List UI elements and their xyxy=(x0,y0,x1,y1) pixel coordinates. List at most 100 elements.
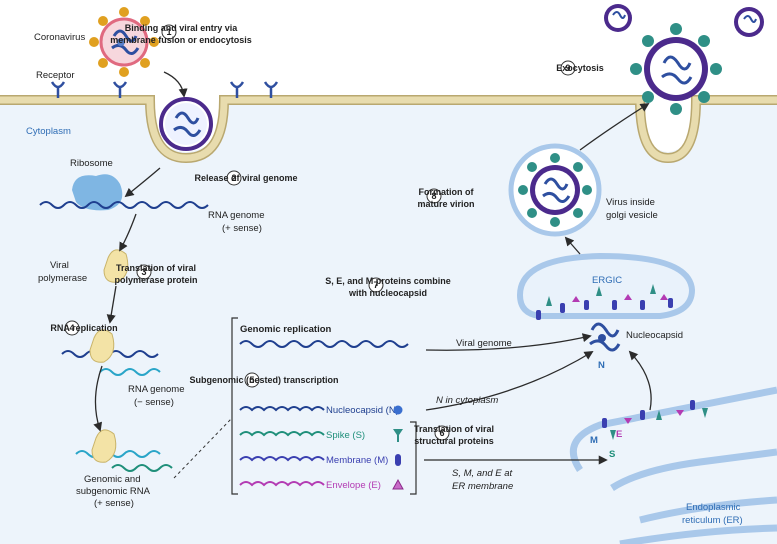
step-number-badge xyxy=(426,188,442,204)
step-title-line-2: structural proteins xyxy=(414,436,494,446)
step-title-line-1: Translation of viral xyxy=(116,263,196,273)
step-number: 3 xyxy=(141,267,146,277)
labels: Coronavirus Receptor Cytoplasm Ribosome … xyxy=(26,32,743,526)
label-genomic-sub-2: subgenomic RNA xyxy=(76,486,151,497)
label-sme-1: S, M, and E at xyxy=(452,468,513,479)
nucleocapsid-icon xyxy=(589,322,621,352)
step-number-badge xyxy=(434,425,450,441)
ergic-compartment xyxy=(516,252,696,320)
label-sme-2: ER membrane xyxy=(452,481,513,492)
label-genomic-sub-1: Genomic and xyxy=(84,474,141,485)
label-er-1: Endoplasmic xyxy=(686,502,741,513)
transcript-row: Envelope (E) xyxy=(239,478,404,491)
label-viral-genome: Viral genome xyxy=(456,338,512,349)
label-er-2: reticulum (ER) xyxy=(682,515,743,526)
step-title-line-1: Exocytosis xyxy=(556,63,604,73)
step-number-badge xyxy=(226,170,242,186)
step-number: 2 xyxy=(231,173,236,183)
transcript-list: Nucleocapsid (N)Spike (S)Membrane (M)Env… xyxy=(239,405,404,491)
flow-arrows xyxy=(93,71,652,465)
coronavirus-icon xyxy=(89,7,159,77)
polymerase-icon xyxy=(89,249,129,463)
label-rna-genome-minus-sense: (− sense) xyxy=(134,397,174,408)
step-title-line-1: Translation of viral xyxy=(414,424,494,434)
step-number-badge xyxy=(161,24,177,40)
step-number-badge xyxy=(136,264,152,280)
label-ribosome: Ribosome xyxy=(70,158,113,169)
step-number-badge xyxy=(64,320,80,336)
label-genomic-sub-3: (+ sense) xyxy=(94,498,134,509)
step-number: 4 xyxy=(69,323,74,333)
endoplasmic-reticulum xyxy=(569,386,777,544)
step-number-badge xyxy=(244,372,260,388)
step-title-line-2: with nucleocapsid xyxy=(348,288,427,298)
label-rna-genome-plus: RNA genome xyxy=(208,210,265,221)
receptor-icon xyxy=(50,81,279,98)
step-title-line-1: Formation of xyxy=(419,187,475,197)
step-number: 7 xyxy=(373,280,378,290)
transcript-wave xyxy=(239,406,325,412)
step-number: 1 xyxy=(166,27,171,37)
ribosome-icon xyxy=(72,174,123,211)
step-number: 6 xyxy=(439,428,444,438)
label-viral-polymerase-2: polymerase xyxy=(38,273,87,284)
label-genomic-replication: Genomic replication xyxy=(240,324,332,335)
golgi-vesicle-icon xyxy=(508,143,602,237)
step-number: 5 xyxy=(249,375,254,385)
label-cytoplasm: Cytoplasm xyxy=(26,126,71,137)
membrane-protein-icon xyxy=(395,454,401,466)
label-m-letter: M xyxy=(590,435,598,446)
transcript-wave xyxy=(239,431,325,437)
label-n-in-cytoplasm: N in cytoplasm xyxy=(436,395,498,406)
er-proteins xyxy=(602,400,708,440)
step-number: 9 xyxy=(565,63,570,73)
step-title-line-1: Release of viral genome xyxy=(194,173,297,183)
label-virus-golgi-1: Virus inside xyxy=(606,197,655,208)
label-e-letter: E xyxy=(616,429,622,440)
transcript-label: Nucleocapsid (N) xyxy=(326,405,399,416)
nucleocapsid-protein-icon xyxy=(393,405,403,415)
transcript-wave xyxy=(239,456,325,462)
transcript-row: Spike (S) xyxy=(239,429,403,442)
step-number: 8 xyxy=(431,191,436,201)
transcript-row: Nucleocapsid (N) xyxy=(239,405,403,416)
step-title-line-1: Binding and viral entry via xyxy=(125,23,239,33)
step-title-line-1: Subgenomic (nested) transcription xyxy=(189,375,338,385)
step-title-line-2: mature virion xyxy=(417,199,474,209)
envelope-protein-icon xyxy=(392,478,404,490)
endocytic-vesicle-icon xyxy=(159,97,213,151)
spike-protein-icon xyxy=(393,429,403,442)
label-ergic: ERGIC xyxy=(592,275,622,286)
label-viral-polymerase-1: Viral xyxy=(50,260,69,271)
label-nucleocapsid: Nucleocapsid xyxy=(626,330,683,341)
step-title-line-1: S, E, and M proteins combine xyxy=(325,276,451,286)
released-virus-icon xyxy=(604,4,764,115)
transcript-label: Envelope (E) xyxy=(326,480,381,491)
label-rna-genome-plus-sense: (+ sense) xyxy=(222,223,262,234)
label-virus-golgi-2: golgi vesicle xyxy=(606,210,658,221)
step-title-line-2: polymerase protein xyxy=(114,275,197,285)
step-title-line-2: membrane fusion or endocytosis xyxy=(110,35,252,45)
label-coronavirus: Coronavirus xyxy=(34,32,85,43)
label-receptor: Receptor xyxy=(36,70,75,81)
step-number-badge xyxy=(560,60,576,76)
step-number-badge xyxy=(368,277,384,293)
label-n-letter: N xyxy=(598,360,605,371)
label-s-letter: S xyxy=(609,449,615,460)
transcript-box xyxy=(231,317,417,495)
dotted-connector xyxy=(173,417,233,479)
rna-strands xyxy=(39,201,409,472)
label-rna-genome-minus: RNA genome xyxy=(128,384,185,395)
step-7: 7S, E, and M proteins combine with nucleo… xyxy=(325,276,451,298)
transcript-wave xyxy=(239,481,325,487)
